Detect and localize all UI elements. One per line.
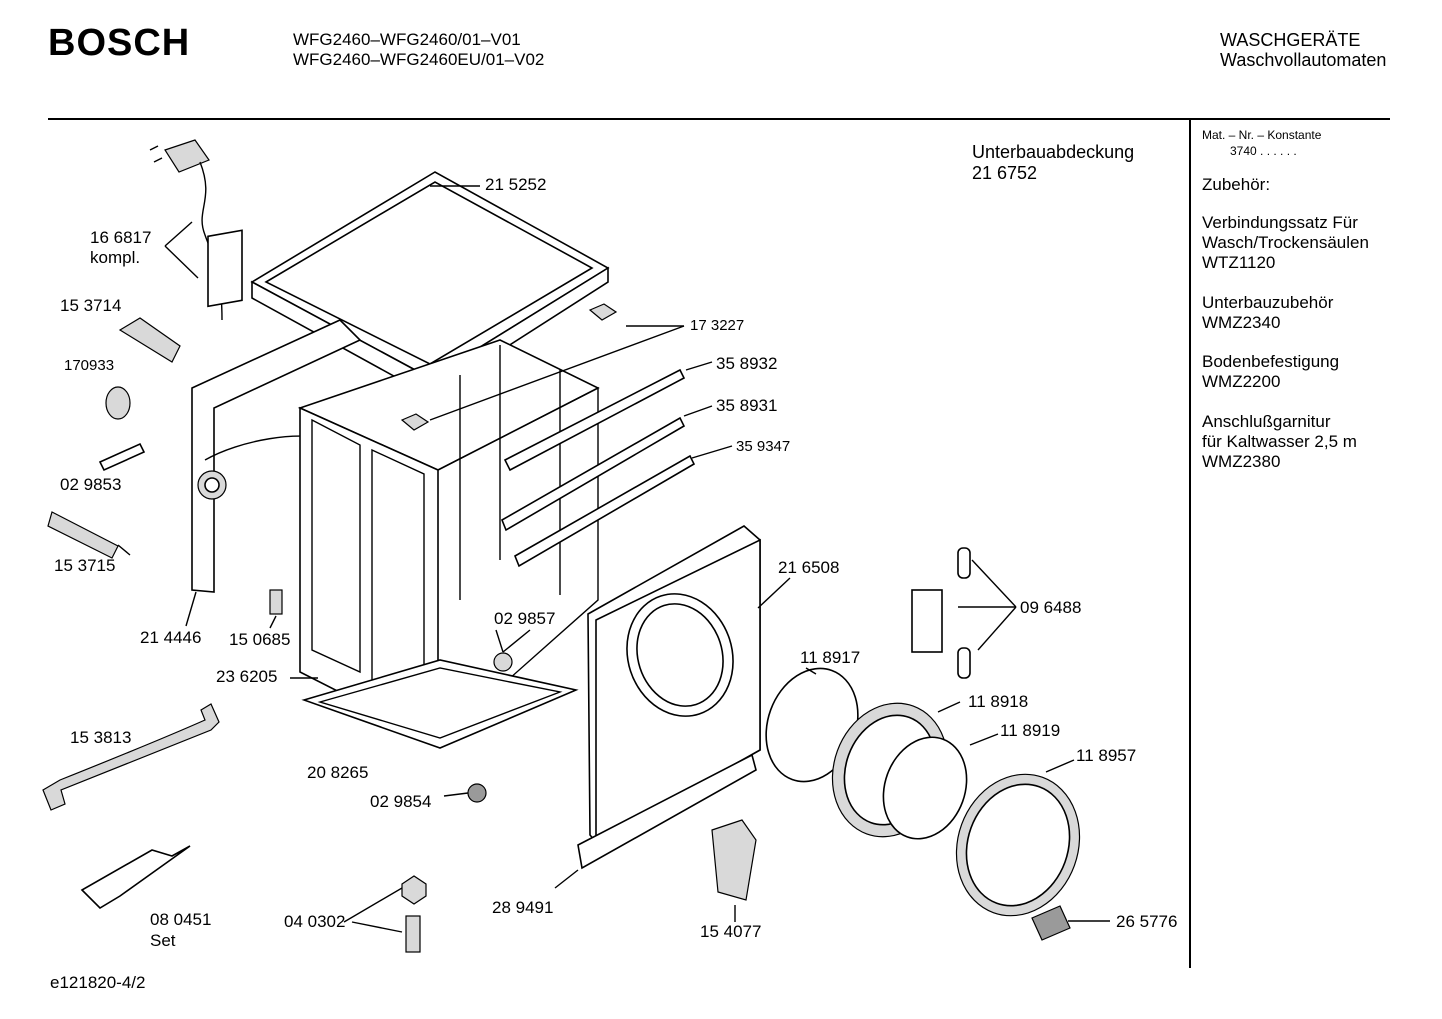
part-label-080451-sub: Set xyxy=(150,931,176,950)
base-plate xyxy=(301,659,579,749)
bosch-logo: BOSCH xyxy=(48,22,191,64)
accessory-4-line-1: Anschlußgarnitur xyxy=(1202,412,1331,431)
part-label-358931: 35 8931 xyxy=(716,396,778,415)
part-label-118957: 11 8957 xyxy=(1076,746,1137,765)
power-plug xyxy=(149,139,243,321)
part-label-118918: 11 8918 xyxy=(968,692,1029,711)
part-label-040302: 04 0302 xyxy=(284,912,346,931)
part-label-265776: 26 5776 xyxy=(1116,912,1178,931)
part-label-215252: 21 5252 xyxy=(485,175,547,194)
accessory-4-line-3: WMZ2380 xyxy=(1202,452,1281,471)
constant-label: Mat. – Nr. – Konstante xyxy=(1202,128,1322,142)
front-panel xyxy=(587,525,761,844)
plinth-strip xyxy=(577,753,757,870)
cover-note-title: Unterbauabdeckung xyxy=(972,142,1135,162)
leader-lines xyxy=(117,185,1110,933)
accessories-title: Zubehör: xyxy=(1202,175,1271,194)
part-label-170933: 170933 xyxy=(64,357,115,374)
part-label-029853: 02 9853 xyxy=(60,475,122,494)
constant-value: 3740 . . . . . . xyxy=(1230,144,1297,158)
sidebar-divider xyxy=(1189,118,1191,968)
model-line-1: WFG2460–WFG2460/01–V01 xyxy=(293,30,521,49)
accessory-1-line-2: Wasch/Trockensäulen xyxy=(1202,233,1369,252)
drawing-id: e121820-4/2 xyxy=(50,973,146,992)
part-label-153715: 15 3715 xyxy=(54,556,116,575)
part-label-154077: 15 4077 xyxy=(700,922,762,941)
accessory-2-line-1: Unterbauzubehör xyxy=(1202,293,1334,312)
part-label-359347: 35 9347 xyxy=(736,438,791,455)
part-label-358932: 35 8932 xyxy=(716,354,778,373)
accessory-3-line-2: WMZ2200 xyxy=(1202,372,1281,391)
rear-frame xyxy=(191,319,362,593)
cover-note-number: 21 6752 xyxy=(972,163,1038,183)
accessory-4-line-2: für Kaltwasser 2,5 m xyxy=(1202,432,1357,451)
part-label-216508: 21 6508 xyxy=(778,558,840,577)
part-label-080451: 08 0451 xyxy=(150,910,212,929)
accessory-1-line-1: Verbindungssatz Für xyxy=(1202,213,1358,232)
small-parts xyxy=(42,303,1071,953)
part-label-153813: 15 3813 xyxy=(70,728,132,747)
part-label-118919: 11 8919 xyxy=(1000,721,1061,740)
part-label-289491: 28 9491 xyxy=(492,898,554,917)
accessory-3-line-1: Bodenbefestigung xyxy=(1202,352,1340,371)
part-label-173227: 17 3227 xyxy=(690,317,745,334)
part-label-166817-sub: kompl. xyxy=(90,248,141,267)
category-title: WASCHGERÄTE xyxy=(1220,30,1361,50)
category-subtitle: Waschvollautomaten xyxy=(1220,50,1387,70)
model-line-2: WFG2460–WFG2460EU/01–V02 xyxy=(293,50,545,69)
part-label-153714: 15 3714 xyxy=(60,296,122,315)
part-label-096488: 09 6488 xyxy=(1020,598,1082,617)
door-frame-outer xyxy=(955,773,1081,917)
door-frame-inner xyxy=(831,702,968,840)
part-label-208265: 20 8265 xyxy=(307,763,369,782)
part-label-118917: 11 8917 xyxy=(800,648,861,667)
part-label-029857: 02 9857 xyxy=(494,609,556,628)
part-label-029854: 02 9854 xyxy=(370,792,432,811)
part-label-236205: 23 6205 xyxy=(216,667,278,686)
part-label-214446: 21 4446 xyxy=(140,628,202,647)
accessory-1-line-3: WTZ1120 xyxy=(1202,253,1276,272)
accessory-2-line-2: WMZ2340 xyxy=(1202,313,1281,332)
cross-struts xyxy=(500,368,696,568)
part-label-166817: 16 6817 xyxy=(90,228,152,247)
cabinet xyxy=(297,339,600,744)
header-rule xyxy=(48,118,1390,120)
part-label-150685: 15 0685 xyxy=(229,630,291,649)
